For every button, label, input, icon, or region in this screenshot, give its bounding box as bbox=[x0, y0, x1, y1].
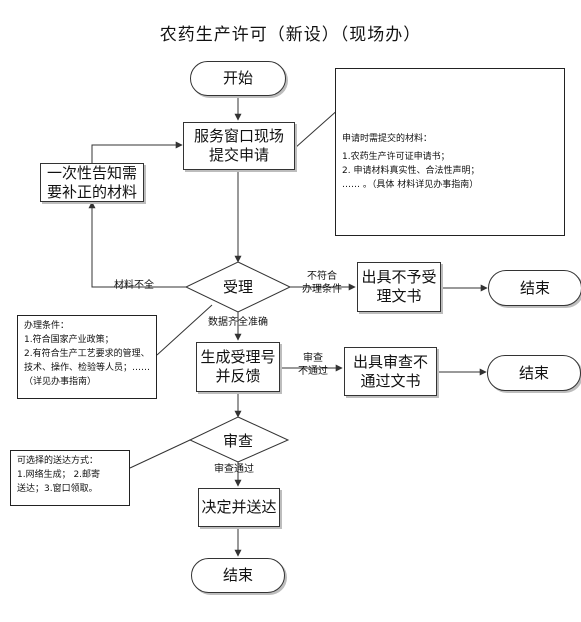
edge-label-incomplete: 材料不全 bbox=[114, 280, 154, 291]
receipt-label-line2: 并反馈 bbox=[215, 367, 261, 385]
review-fail-document-box: 出具审查不 通过文书 bbox=[344, 347, 437, 396]
edge-label-review-fail: 审查 不通过 bbox=[298, 352, 328, 378]
materials-note-title: 申请时需提交的材料： bbox=[342, 134, 433, 144]
conditions-note-line: 1.符合国家产业政策； bbox=[24, 334, 114, 345]
end-node-top: 结束 bbox=[488, 270, 581, 306]
delivery-note-line: 送达；3.窗口领取。 bbox=[17, 483, 98, 494]
conditions-note-line: （详见办事指南） bbox=[24, 376, 97, 387]
end-node-bottom: 结束 bbox=[191, 558, 285, 593]
edge-label-not-meet: 不符合 办理条件 bbox=[302, 270, 342, 296]
delivery-note-title: 可选择的送达方式： bbox=[17, 456, 99, 466]
edge-label-review-fail-line1: 审查 bbox=[303, 353, 323, 364]
start-label: 开始 bbox=[222, 69, 253, 88]
receipt-label-line1: 生成受理号 bbox=[200, 348, 276, 367]
supplement-label-line2: 要补正的材料 bbox=[46, 182, 137, 201]
materials-note-line: 2. 申请材料真实性、合法性声明； bbox=[342, 165, 480, 176]
conditions-note-line: 2.有符合生产工艺要求的管理、 bbox=[24, 348, 150, 359]
edge-label-not-meet-line2: 办理条件 bbox=[302, 284, 342, 295]
end-node-middle: 结束 bbox=[487, 355, 581, 391]
reject-document-box: 出具不予受 理文书 bbox=[357, 262, 441, 312]
arrow-accept-to-supplement bbox=[88, 201, 186, 288]
note-link-delivery bbox=[129, 439, 191, 469]
accept-diamond bbox=[184, 261, 292, 313]
review-fail-label-line1: 出具审查不 bbox=[352, 352, 428, 371]
reject-label-line2: 理文书 bbox=[376, 287, 422, 305]
delivery-note-line: 1.网络生成； 2.邮寄 bbox=[17, 469, 101, 480]
conditions-note-line: 技术、操作、检验等人员；…… bbox=[24, 362, 151, 373]
end-middle-label: 结束 bbox=[518, 363, 549, 382]
edge-label-data-ok: 数据齐全准确 bbox=[208, 317, 268, 328]
conditions-note-title: 办理条件： bbox=[24, 321, 70, 331]
end-top-label: 结束 bbox=[519, 278, 550, 297]
edge-label-review-pass: 审查通过 bbox=[214, 464, 254, 475]
edge-label-not-meet-line1: 不符合 bbox=[307, 271, 337, 282]
materials-note-line: …… 。（具体 材料详见办事指南） bbox=[342, 179, 479, 190]
delivery-note: 可选择的送达方式： 1.网络生成； 2.邮寄 送达；3.窗口领取。 bbox=[10, 450, 130, 506]
end-bottom-label: 结束 bbox=[222, 566, 253, 585]
review-fail-label-line2: 通过文书 bbox=[360, 371, 421, 390]
page-title: 农药生产许可（新设）（现场办） bbox=[159, 25, 422, 45]
decide-deliver-box: 决定并送达 bbox=[198, 488, 280, 527]
supplement-notice-box: 一次性告知需 要补正的材料 bbox=[40, 163, 144, 202]
submit-label-line2: 提交申请 bbox=[208, 146, 269, 164]
submit-application-box: 服务窗口现场 提交申请 bbox=[183, 122, 295, 170]
arrow-supplement-to-submit bbox=[91, 141, 183, 163]
edge-label-review-fail-line2: 不通过 bbox=[298, 366, 328, 377]
accept-label: 受理 bbox=[222, 277, 253, 296]
review-label: 审查 bbox=[222, 431, 253, 450]
materials-note-line: 1.农药生产许可证申请书； bbox=[342, 151, 450, 162]
reject-label-line1: 出具不予受 bbox=[361, 268, 437, 287]
receipt-feedback-box: 生成受理号 并反馈 bbox=[196, 342, 280, 392]
accept-node: 受理 bbox=[198, 276, 278, 298]
review-node: 审查 bbox=[198, 430, 278, 452]
note-link-conditions bbox=[156, 304, 213, 356]
note-link-materials bbox=[294, 107, 341, 149]
decide-label: 决定并送达 bbox=[201, 498, 277, 517]
start-node: 开始 bbox=[190, 61, 286, 96]
review-diamond bbox=[188, 416, 290, 463]
submit-label-line1: 服务窗口现场 bbox=[193, 127, 284, 146]
materials-note: 申请时需提交的材料： 1.农药生产许可证申请书； 2. 申请材料真实性、合法性声… bbox=[335, 68, 565, 236]
conditions-note: 办理条件： 1.符合国家产业政策； 2.有符合生产工艺要求的管理、 技术、操作、… bbox=[17, 315, 157, 399]
supplement-label-line1: 一次性告知需 bbox=[46, 163, 137, 182]
